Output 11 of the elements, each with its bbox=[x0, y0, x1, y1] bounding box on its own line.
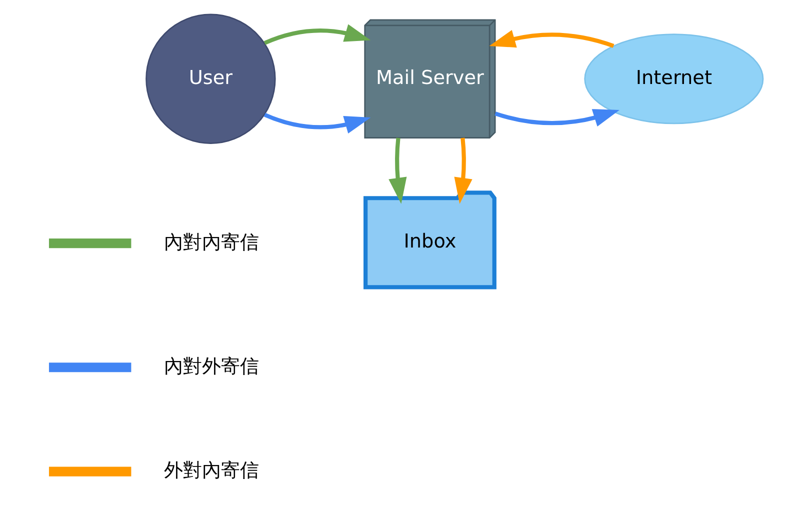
arrow bbox=[263, 24, 370, 44]
arrow bbox=[263, 112, 370, 134]
node-circle: User bbox=[145, 13, 276, 144]
arrow bbox=[454, 137, 472, 204]
legend-label: 內對內寄信 bbox=[164, 230, 259, 253]
arrow bbox=[494, 108, 619, 126]
arrow bbox=[488, 30, 614, 48]
legend-label: 內對外寄信 bbox=[164, 354, 259, 377]
node-ellipse: Internet bbox=[584, 33, 764, 124]
arrow bbox=[388, 137, 406, 204]
legend-label: 外對內寄信 bbox=[164, 458, 259, 482]
